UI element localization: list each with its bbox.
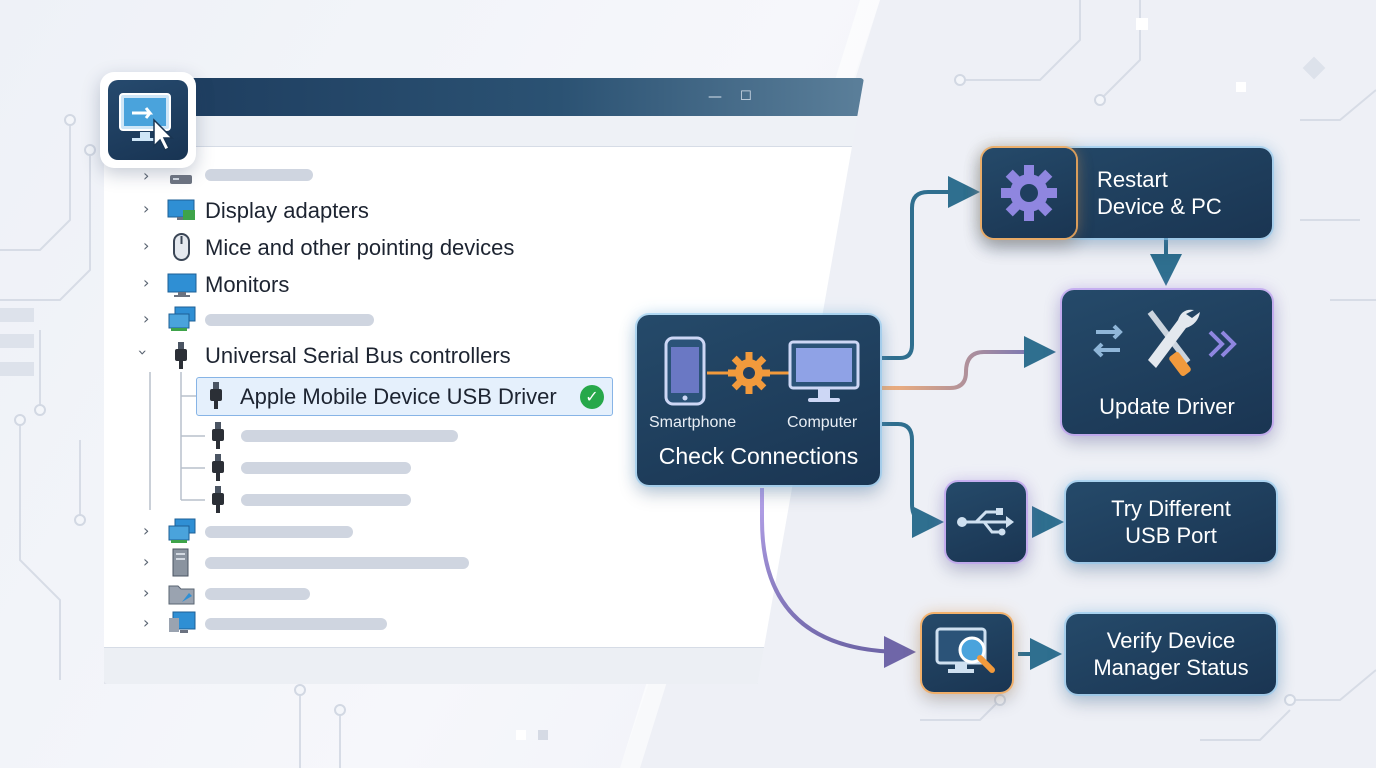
check-connections-title: Check Connections (658, 443, 859, 469)
computer-icon (788, 340, 860, 402)
monitor-search-icon (935, 627, 995, 673)
usb-icon-tile[interactable] (946, 482, 1026, 562)
try-usb-line2: USB Port (1125, 523, 1217, 548)
mouse-icon (173, 233, 190, 261)
verify-icon-tile[interactable] (922, 614, 1012, 692)
checkmark-icon: ✓ (580, 385, 604, 409)
placeholder-entry (241, 430, 458, 442)
restart-line1: Restart (1097, 167, 1168, 192)
expand-chevron-icon[interactable]: › (143, 199, 150, 218)
maximize-button[interactable]: ☐ (740, 89, 752, 104)
window-toolbar (104, 116, 864, 147)
gear-connection-icon (707, 352, 791, 394)
gear-icon (1001, 165, 1057, 221)
check-connections-box[interactable]: Smartphone Computer Check Connections (637, 315, 880, 485)
tree-item-usb-controllers[interactable]: Universal Serial Bus controllers (205, 343, 511, 368)
monitor-icon (167, 273, 197, 297)
usb-connector-icon (175, 342, 187, 369)
verify-line2: Manager Status (1093, 655, 1249, 680)
restart-box[interactable]: Restart Device & PC (982, 148, 1272, 238)
placeholder-entry (205, 618, 387, 630)
placeholder-entry (205, 169, 313, 181)
restart-line2: Device & PC (1097, 194, 1222, 219)
usb-connector-icon (212, 486, 224, 513)
placeholder-entry (205, 526, 353, 538)
expand-chevron-icon[interactable]: › (143, 309, 150, 328)
expand-chevron-icon[interactable]: › (143, 236, 150, 255)
placeholder-entry (241, 494, 411, 506)
expand-chevron-icon[interactable]: › (143, 552, 150, 571)
smartphone-icon (664, 336, 706, 406)
usb-icon (957, 508, 1014, 536)
window-titlebar[interactable]: — ☐ (104, 78, 864, 116)
update-driver-box[interactable]: Update Driver (1062, 290, 1272, 434)
tree-item-display-adapters[interactable]: Display adapters (205, 198, 369, 223)
restart-icon-tile (982, 148, 1076, 238)
display-adapter-icon (167, 199, 195, 220)
verify-line1: Verify Device (1106, 628, 1236, 653)
monitor-icon (169, 611, 196, 633)
usb-connector-icon (210, 382, 222, 409)
try-usb-port-box[interactable]: Try Different USB Port (1066, 482, 1276, 562)
monitor-arrow-icon (119, 93, 174, 152)
status-bar (104, 647, 864, 684)
verify-status-box[interactable]: Verify Device Manager Status (1066, 614, 1276, 694)
network-adapter-icon (168, 306, 196, 331)
tools-icon (1093, 309, 1237, 376)
tree-item-mice[interactable]: Mice and other pointing devices (205, 235, 515, 260)
usb-connector-icon (212, 422, 224, 449)
selected-tree-row[interactable] (196, 377, 613, 416)
update-driver-label: Update Driver (1099, 394, 1235, 419)
expand-chevron-icon[interactable]: › (143, 583, 150, 602)
tree-item-apple-driver[interactable]: Apple Mobile Device USB Driver (240, 384, 557, 409)
placeholder-entry (205, 557, 469, 569)
computer-tower-icon (172, 548, 189, 577)
placeholder-entry (205, 588, 310, 600)
device-manager-app-icon (100, 72, 196, 168)
expand-chevron-icon[interactable]: › (143, 273, 150, 292)
computer-label: Computer (787, 414, 858, 431)
minimize-button[interactable]: — (708, 89, 722, 105)
tree-connector-lines (149, 372, 205, 510)
expand-chevron-icon[interactable]: › (143, 521, 150, 540)
try-usb-line1: Try Different (1111, 496, 1231, 521)
expand-chevron-icon[interactable]: › (143, 166, 150, 185)
expand-chevron-icon[interactable]: › (143, 613, 150, 632)
usb-connector-icon (212, 454, 224, 481)
smartphone-label: Smartphone (649, 414, 737, 431)
tree-item-monitors[interactable]: Monitors (205, 272, 290, 297)
placeholder-entry (205, 314, 374, 326)
storage-folder-icon (168, 585, 195, 605)
drive-icon (170, 175, 192, 184)
placeholder-entry (241, 462, 411, 474)
network-adapter-icon (168, 518, 196, 543)
